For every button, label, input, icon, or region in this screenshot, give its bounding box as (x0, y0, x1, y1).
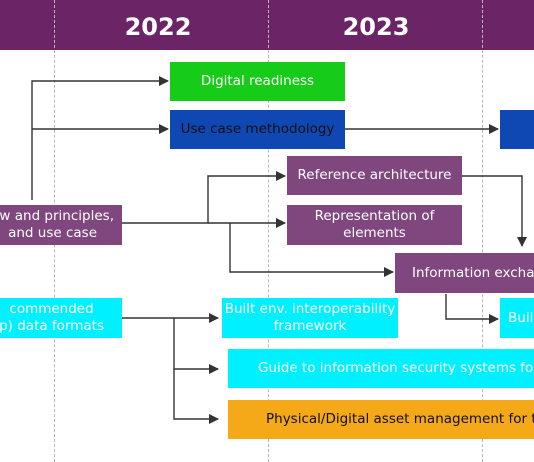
representation-of-elements-box: Representation of elements (287, 205, 462, 245)
built-env-framework-box: Built env. interoperability framework (222, 298, 398, 338)
recommended-formats-line2: p) data formats (0, 318, 104, 334)
representation-label-line2: elements (343, 225, 406, 241)
asset-management-label: Physical/Digital asset management for th… (266, 411, 534, 427)
overview-box: ew and principles, and use case (0, 205, 122, 245)
timeline-divider (268, 0, 269, 462)
built-right-box: Buil (500, 298, 534, 338)
arrow-to-digital-readiness (31, 76, 169, 200)
arrow-information-to-built (445, 294, 499, 324)
guide-security-box: Guide to information security systems fo… (228, 349, 534, 388)
arrow-reference-to-down (462, 175, 527, 247)
arrow-to-information-exchange (229, 223, 394, 277)
timeline-header (0, 0, 534, 50)
arrow-to-guide-security (173, 318, 219, 374)
reference-architecture-label: Reference architecture (297, 167, 452, 183)
recommended-formats-box: commended p) data formats (0, 298, 122, 338)
guide-security-label: Guide to information security systems fo… (258, 360, 534, 376)
arrow-to-reference-architecture (122, 171, 286, 224)
recommended-formats-line1: commended (9, 301, 94, 317)
use-case-methodology-label: Use case methodology (180, 121, 335, 137)
year-2022-label: 2022 (124, 13, 192, 41)
built-right-label: Buil (508, 309, 534, 326)
representation-label-line1: Representation of (314, 208, 435, 224)
information-exchange-label: Information exchan (412, 264, 534, 281)
use-case-methodology-box: Use case methodology (170, 110, 345, 149)
built-env-framework-line1: Built env. interoperability (224, 301, 396, 317)
overview-label-line1: ew and principles, (0, 208, 114, 224)
information-exchange-box: Information exchan (395, 253, 534, 293)
year-2023-label: 2023 (342, 13, 410, 41)
digital-readiness-label: Digital readiness (200, 73, 315, 89)
built-env-framework-line2: framework (273, 318, 347, 334)
digital-readiness-box: Digital readiness (170, 62, 345, 101)
arrow-to-asset-management (173, 369, 219, 424)
asset-management-box: Physical/Digital asset management for th… (228, 400, 534, 439)
use-case-next-box (500, 110, 534, 149)
overview-label-line2: and use case (8, 225, 98, 241)
reference-architecture-box: Reference architecture (287, 156, 462, 195)
timeline-divider (482, 0, 483, 462)
